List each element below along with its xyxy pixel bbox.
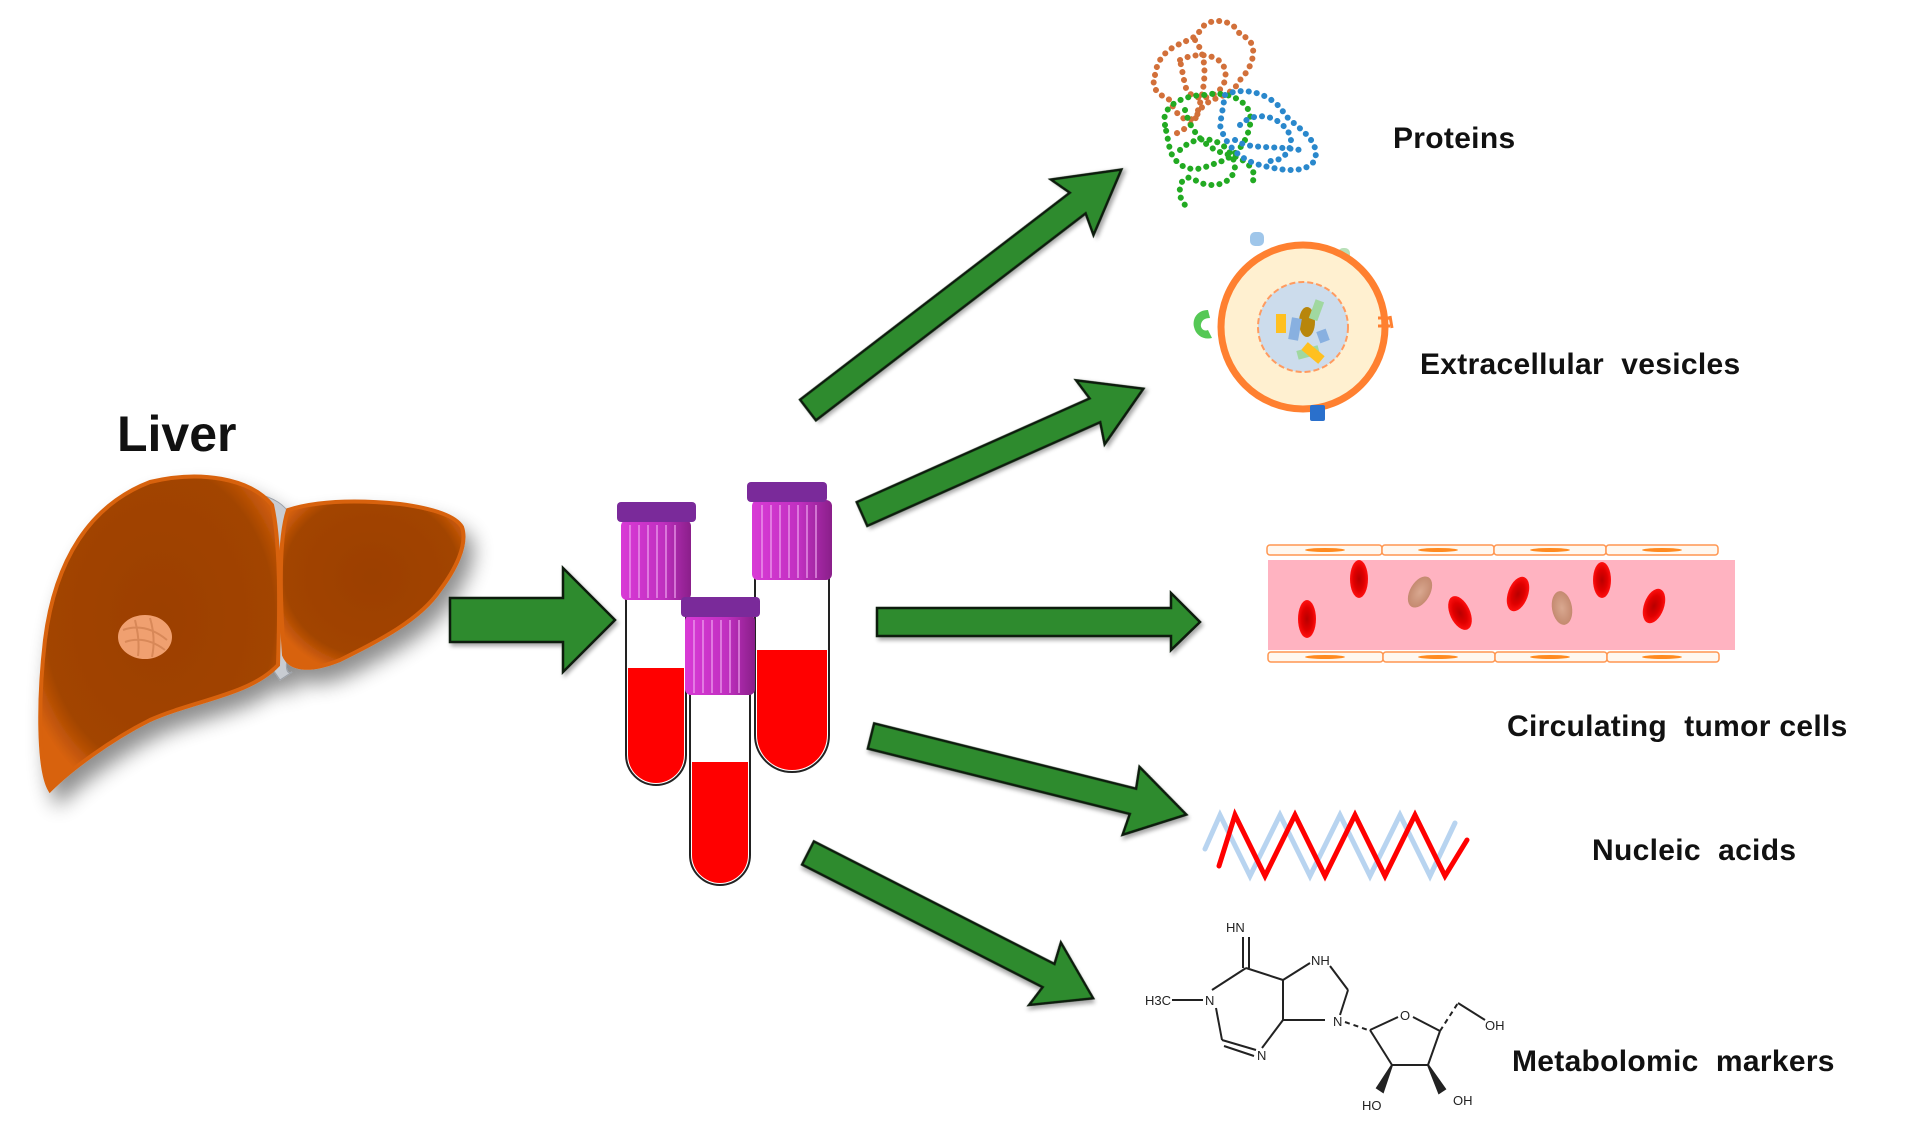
blood-tube bbox=[617, 502, 696, 786]
label-extracellular-vesicles: Extracellular vesicles bbox=[1420, 348, 1741, 381]
tumor-cells bbox=[1407, 576, 1573, 625]
arrow-to-extracellular-vesicles bbox=[855, 378, 1146, 528]
atom-label: OH bbox=[1453, 1093, 1473, 1108]
dna-helix-icon bbox=[1202, 808, 1470, 882]
arrow-to-circulating-tumor-cells bbox=[875, 589, 1202, 653]
label-proteins: Proteins bbox=[1393, 122, 1516, 155]
atom-label: N bbox=[1333, 1014, 1342, 1029]
blood-tube bbox=[747, 482, 832, 773]
molecule-labels: HN NH H3C N N N O OH OH HO bbox=[1145, 920, 1505, 1113]
atom-label: HO bbox=[1362, 1098, 1382, 1113]
molecule-structure-icon bbox=[1172, 937, 1486, 1095]
atom-label: N bbox=[1205, 993, 1214, 1008]
liver-left-lobe bbox=[278, 499, 466, 670]
protein-chains-icon bbox=[1150, 18, 1319, 208]
tumor-icon bbox=[118, 615, 172, 659]
red-blood-cells bbox=[1298, 560, 1666, 638]
arrow-to-metabolomic-markers bbox=[800, 839, 1096, 1007]
vesicle-icon bbox=[1193, 232, 1394, 421]
atom-label: H3C bbox=[1145, 993, 1171, 1008]
blood-tubes bbox=[617, 482, 832, 886]
liver-title: Liver bbox=[117, 406, 237, 462]
blood-tube bbox=[681, 597, 760, 886]
arrow-to-proteins bbox=[798, 167, 1124, 423]
atom-label: O bbox=[1400, 1008, 1410, 1023]
atom-label: HN bbox=[1226, 920, 1245, 935]
atom-label: NH bbox=[1311, 953, 1330, 968]
atom-label: N bbox=[1257, 1048, 1266, 1063]
blood-vessel-icon bbox=[1266, 544, 1735, 663]
label-nucleic-acids: Nucleic acids bbox=[1592, 834, 1797, 867]
arrow-liver-to-blood bbox=[448, 564, 617, 676]
arrow-to-nucleic-acids bbox=[866, 721, 1189, 837]
liver-illustration bbox=[38, 474, 466, 794]
atom-label: OH bbox=[1485, 1018, 1505, 1033]
label-metabolomic-markers: Metabolomic markers bbox=[1512, 1045, 1835, 1078]
label-circulating-tumor-cells: Circulating tumor cells bbox=[1507, 710, 1848, 743]
